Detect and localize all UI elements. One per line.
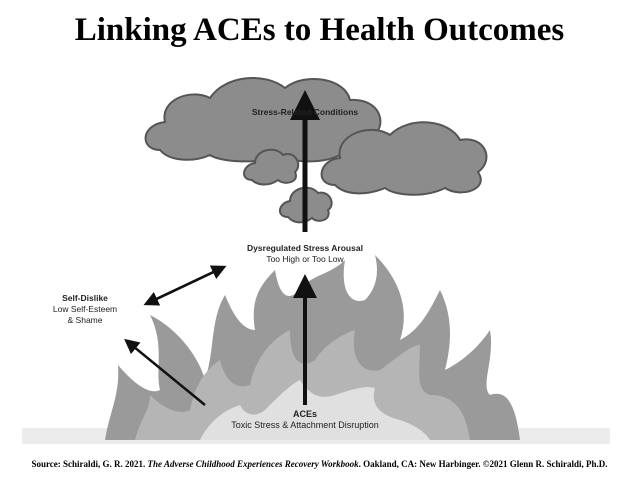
source-book: The Adverse Childhood Experiences Recove… xyxy=(147,459,359,469)
source-citation: Source: Schiraldi, G. R. 2021. The Adver… xyxy=(0,459,639,469)
aces-label: ACEs xyxy=(292,409,317,419)
self-dislike-sub2: & Shame xyxy=(67,315,103,325)
aces-sub: Toxic Stress & Attachment Disruption xyxy=(231,420,379,430)
source-prefix: Source: Schiraldi, G. R. 2021. xyxy=(31,459,148,469)
source-suffix: . Oakland, CA: New Harbinger. ©2021 Glen… xyxy=(358,459,608,469)
stress-conditions-label: Stress-Related Conditions xyxy=(251,107,359,117)
dysregulated-label: Dysregulated Stress Arousal xyxy=(247,243,363,253)
slide-title: Linking ACEs to Health Outcomes xyxy=(74,12,565,48)
self-dislike-sub1: Low Self-Esteem xyxy=(52,304,118,314)
flames-icon xyxy=(105,255,520,440)
dysregulated-sub: Too High or Too Low xyxy=(266,254,344,264)
arrow-aces-to-self-dislike xyxy=(124,338,206,406)
cloud-icon xyxy=(144,76,488,224)
self-dislike-label: Self-Dislike xyxy=(62,293,108,303)
